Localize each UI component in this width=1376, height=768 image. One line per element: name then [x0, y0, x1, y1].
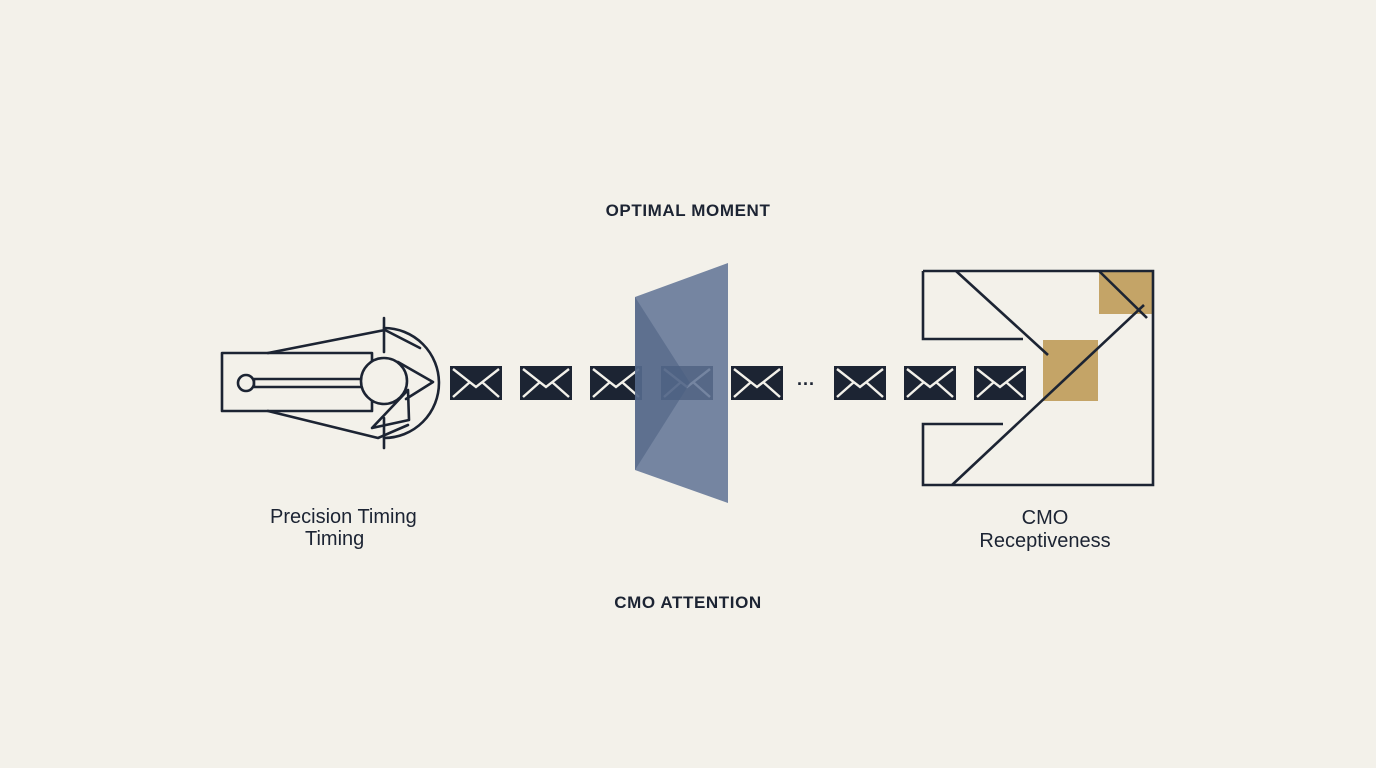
envelope-icon	[520, 366, 572, 400]
cmo-receptiveness-caption-line2: Receptiveness	[979, 530, 1111, 552]
precision-timing-caption: Precision Timing Timing	[270, 506, 417, 550]
envelope-icon	[904, 366, 956, 400]
message-stream-left	[450, 366, 783, 400]
envelope-icon	[590, 366, 642, 400]
precision-timing-caption-line1: Precision Timing	[270, 506, 417, 528]
envelope-icon	[731, 366, 783, 400]
envelope-icon	[834, 366, 886, 400]
envelope-icon	[450, 366, 502, 400]
receptiveness-icon	[921, 269, 1155, 487]
cmo-attention-label: CMO ATTENTION	[614, 593, 762, 612]
envelope-icon	[974, 366, 1026, 400]
message-stream-right	[834, 366, 1026, 400]
cmo-receptiveness-caption-line1: CMO	[1021, 507, 1069, 529]
attention-gate	[635, 263, 728, 503]
ellipsis: ...	[797, 369, 816, 389]
precision-timing-caption-line2: Timing	[305, 528, 365, 550]
precision-timing-icon	[220, 316, 441, 450]
optimal-moment-label: OPTIMAL MOMENT	[605, 201, 771, 220]
cmo-receptiveness-caption: CMO Receptiveness	[979, 507, 1110, 553]
